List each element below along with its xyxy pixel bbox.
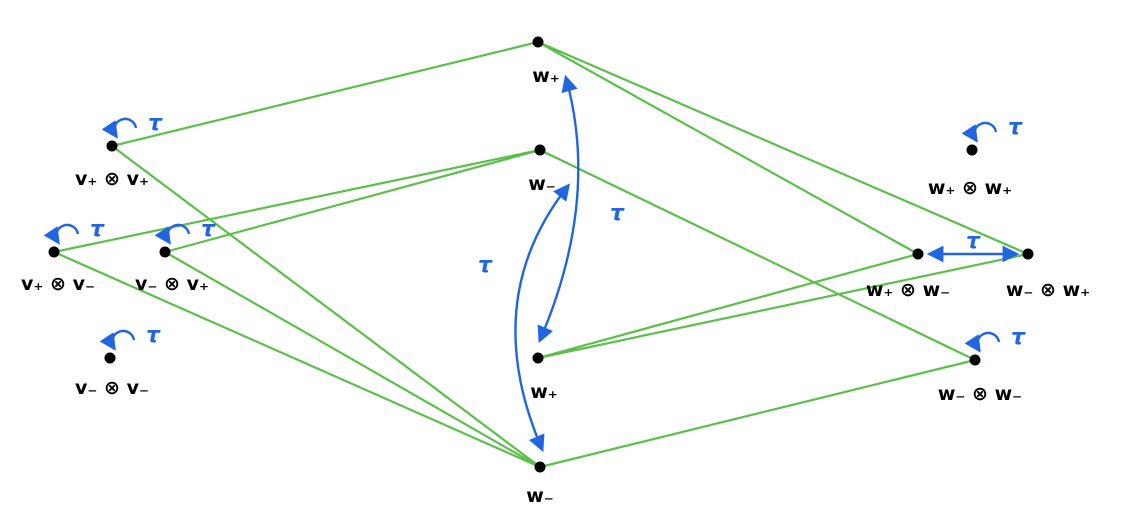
self-loop-wpwp [961, 121, 998, 143]
node-label-wpwm: w₊ ⊗ w₋ [866, 279, 950, 301]
node-wpwm [912, 248, 924, 260]
node-label-wpwp: w₊ ⊗ w₊ [928, 177, 1012, 199]
node-w3 [532, 352, 544, 364]
node-vpvp [106, 140, 118, 152]
nodes-layer [48, 36, 1034, 473]
edge-w3-wpwm [536, 252, 920, 360]
node-w2 [534, 144, 546, 156]
tau-layer: τ τ τ τ τ τ τ τ τ [43, 74, 1026, 453]
node-label-vpvp: v₊ ⊗ v₊ [75, 168, 149, 190]
node-label-vmvm: v₋ ⊗ v₋ [75, 377, 149, 399]
tau-label-between: τ [966, 229, 981, 254]
edge-w3-wmwp [536, 252, 1030, 360]
tau-label-arc-w2: τ [478, 253, 493, 278]
node-label-w2: w₋ [528, 173, 556, 195]
edge-w1-wmwp [536, 40, 1030, 256]
node-wmwp [1022, 248, 1034, 260]
edge-w1-wpwm [536, 40, 920, 256]
tau-arc-w1-w3 [537, 74, 580, 344]
edge-w2-wmwm [538, 148, 977, 362]
node-vmvm [104, 352, 116, 364]
node-label-vmvp: v₋ ⊗ v₊ [135, 273, 209, 295]
edge-vmvp-w4 [163, 250, 542, 469]
node-w1 [532, 36, 544, 48]
node-label-w1: w₊ [532, 65, 560, 87]
node-label-vpvm: v₊ ⊗ v₋ [21, 273, 95, 295]
tau-arc-w2-w4 [514, 183, 571, 453]
self-loop-vmvp [154, 223, 191, 245]
node-w4 [534, 461, 546, 473]
tau-label-arc-w1: τ [610, 201, 625, 226]
edge-vpvp-w1 [110, 40, 540, 148]
self-loop-wmwm [964, 331, 1001, 353]
node-wpwp [966, 144, 978, 156]
node-label-wmwm: w₋ ⊗ w₋ [938, 383, 1022, 405]
node-vmvp [159, 246, 171, 258]
edges-layer [52, 40, 1030, 469]
self-loop-vpvp [101, 117, 138, 139]
node-vpvm [48, 246, 60, 258]
tau-label-loop-vpvp: τ [148, 111, 163, 136]
edge-vpvm-w2 [52, 148, 542, 254]
edge-vmvp-w2 [163, 148, 542, 254]
node-wmwm [969, 354, 981, 366]
self-loop-vmvm [99, 329, 136, 351]
tau-label-loop-wpwp: τ [1008, 115, 1023, 140]
edge-w4-wmwm [538, 358, 977, 469]
tau-label-loop-vmvp: τ [201, 217, 216, 242]
labels-layer: v₊ ⊗ v₊ v₊ ⊗ v₋ v₋ ⊗ v₊ v₋ ⊗ v₋ w₊ w₋ w₊ w₋ w₊ ⊗… [21, 65, 1090, 507]
edge-vpvm-w4 [52, 250, 542, 469]
edge-vpvp-w4 [110, 144, 542, 469]
node-label-wmwp: w₋ ⊗ w₊ [1006, 279, 1090, 301]
tau-label-loop-wmwm: τ [1011, 325, 1026, 350]
tau-label-loop-vmvm: τ [146, 323, 161, 348]
node-label-w4: w₋ [526, 485, 554, 507]
self-loop-vpvm [43, 223, 80, 245]
node-label-w3: w₊ [530, 381, 558, 403]
tau-label-loop-vpvm: τ [90, 217, 105, 242]
